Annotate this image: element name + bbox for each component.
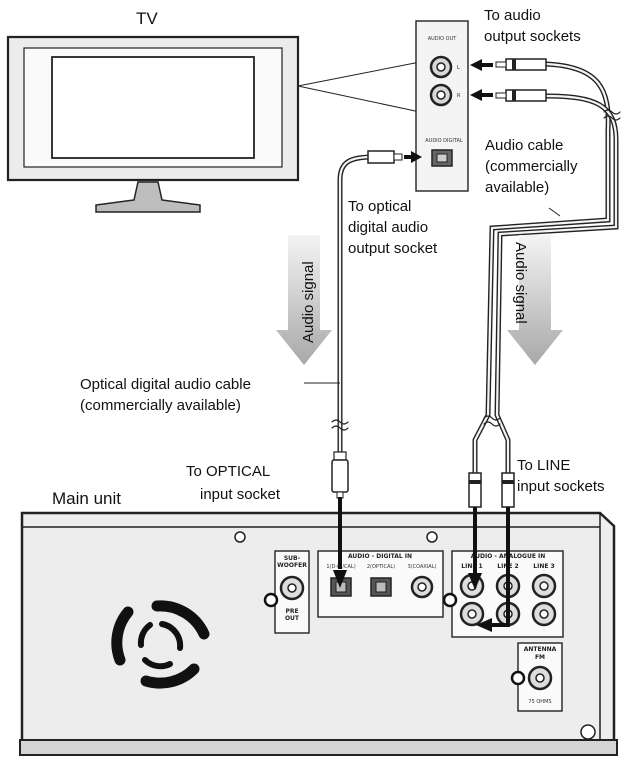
pre-out-label-2: OUT xyxy=(285,615,300,622)
subwoofer-label-2: WOOFER xyxy=(277,562,307,569)
tv-r-label: R xyxy=(457,93,461,99)
to-optical-out-label-1: To optical xyxy=(348,198,411,215)
to-optical-out-label-2: digital audio xyxy=(348,219,428,236)
tv xyxy=(6,35,421,213)
audio-cable xyxy=(472,61,621,478)
audio-signal-arrow-right: Audio signal xyxy=(507,235,563,365)
rca-plug-unit-right xyxy=(501,472,515,508)
arrow-to-optical-in xyxy=(333,497,347,588)
audio-cable-label-3: available) xyxy=(485,179,549,196)
audio-signal-left-label: Audio signal xyxy=(300,261,317,343)
arrow-to-audio-out xyxy=(470,59,493,101)
subwoofer-pre-out: SUB- WOOFER PRE OUT xyxy=(263,550,310,634)
optical-cable-label-1: Optical digital audio cable xyxy=(80,376,251,393)
ohms-label: 75 OHMS xyxy=(528,699,551,705)
audio-signal-right-label: Audio signal xyxy=(512,242,529,324)
antenna-fm-panel: ANTENNA FM 75 OHMS xyxy=(510,642,563,712)
main-unit: SUB- WOOFER PRE OUT AUDIO - DIGITAL IN 1… xyxy=(19,511,618,756)
rca-plug-red xyxy=(495,89,547,102)
optical-cable xyxy=(331,154,376,458)
tv-audio-digital-label: AUDIO DIGITAL xyxy=(425,138,463,144)
optical-plug-unit xyxy=(331,451,349,499)
audio-cable-label-2: (commercially xyxy=(485,158,578,175)
to-optical-out-label-3: output socket xyxy=(348,240,438,257)
line1-label: LINE 1 xyxy=(461,563,482,570)
tv-l-label: L xyxy=(457,65,460,71)
audio-cable-leader xyxy=(548,207,561,217)
fan-vent xyxy=(111,600,210,689)
pre-out-label-1: PRE xyxy=(285,608,298,615)
to-audio-output-label-2: output sockets xyxy=(484,28,581,45)
audio-cable-label-1: Audio cable xyxy=(485,137,563,154)
to-optical-in-label-2: input socket xyxy=(200,486,281,503)
audio-digital-in-panel: AUDIO - DIGITAL IN 1(D-IN/CAL) 2(OPTICAL… xyxy=(317,550,444,618)
rca-plug-white xyxy=(495,58,547,71)
to-line-label-2: input sockets xyxy=(517,478,605,495)
tv-audio-out-label: AUDIO OUT xyxy=(428,36,458,42)
digital-in3-label: 3(COAXIAL) xyxy=(408,564,437,570)
rca-plug-unit-left xyxy=(468,472,482,508)
tv-socket-panel: AUDIO OUT L R AUDIO DIGITAL xyxy=(415,20,469,192)
optical-cable-label-2: (commercially available) xyxy=(80,397,241,414)
tv-label: TV xyxy=(136,9,158,28)
audio-digital-in-label: AUDIO - DIGITAL IN xyxy=(348,553,412,560)
audio-signal-arrow-left: Audio signal xyxy=(276,235,332,365)
to-audio-output-label-1: To audio xyxy=(484,7,541,24)
line3-label: LINE 3 xyxy=(533,563,554,570)
arrow-to-line-in xyxy=(468,507,510,632)
to-line-label-1: To LINE xyxy=(517,457,570,474)
main-unit-label: Main unit xyxy=(52,489,121,508)
digital-in2-label: 2(OPTICAL) xyxy=(367,564,395,570)
antenna-label: ANTENNA xyxy=(524,646,557,653)
subwoofer-label-1: SUB- xyxy=(284,555,301,562)
optical-plug-tv xyxy=(367,150,422,164)
fm-label: FM xyxy=(535,654,545,661)
to-optical-in-label-1: To OPTICAL xyxy=(186,463,270,480)
